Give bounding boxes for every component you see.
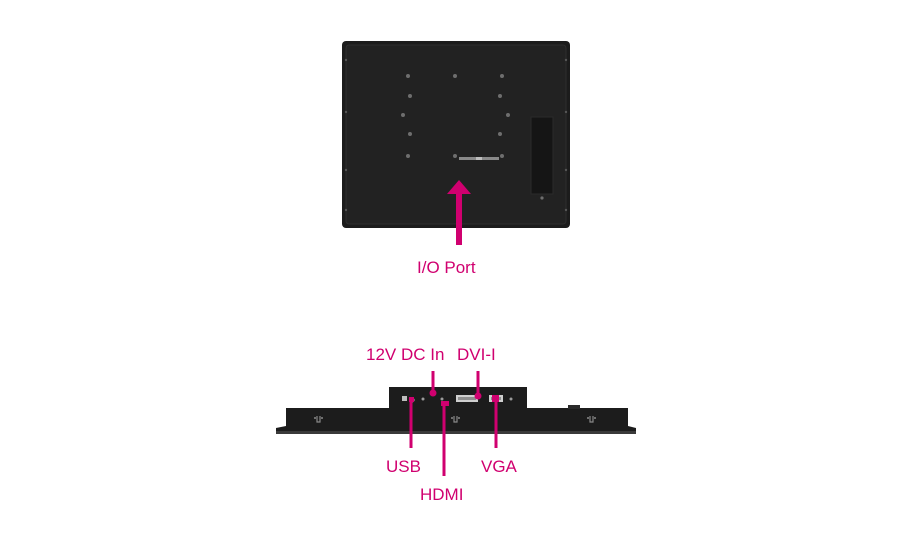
bottom-view-panel — [276, 387, 636, 434]
usb-label: USB — [386, 457, 421, 476]
vga-label: VGA — [481, 457, 517, 476]
hdmi-label: HDMI — [420, 485, 464, 504]
dc-in-label: 12V DC In — [366, 345, 445, 364]
arrow-up-icon — [447, 180, 471, 245]
vesa-mount-screws — [401, 74, 510, 158]
dvi-label: DVI-I — [457, 345, 496, 364]
io-port-label: I/O Port — [417, 258, 476, 277]
callout-lines — [409, 371, 499, 476]
rear-view-panel — [342, 41, 570, 228]
side-compartment — [530, 116, 554, 200]
io-port-strip — [459, 157, 499, 160]
